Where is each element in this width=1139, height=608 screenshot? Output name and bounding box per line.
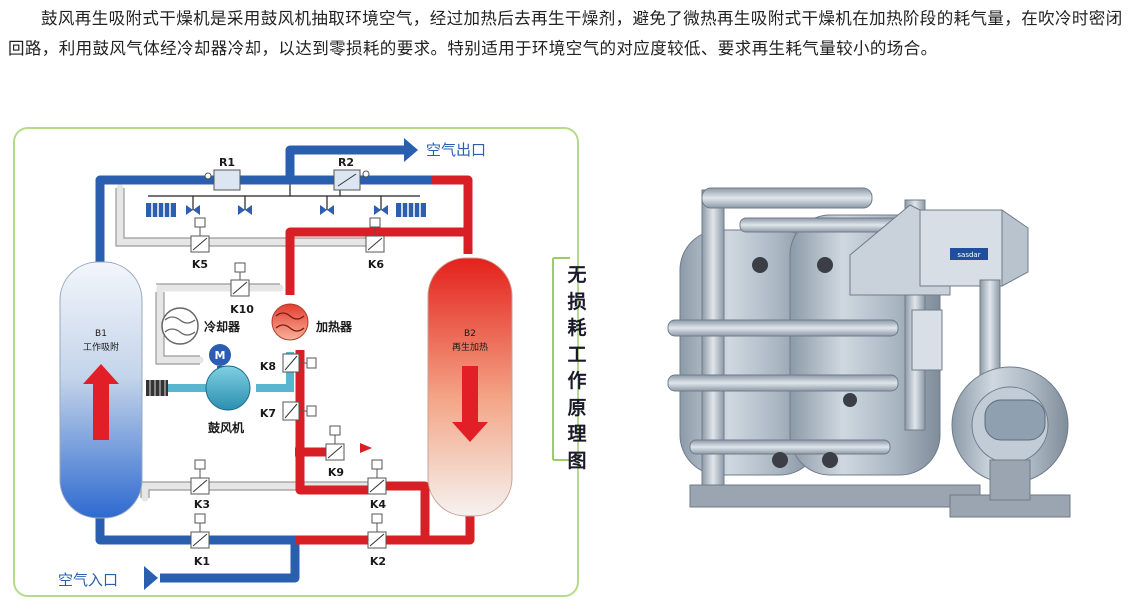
svg-text:K6: K6 (368, 258, 385, 271)
brand-label: sasdar (957, 251, 980, 259)
down-arrow-icon (452, 366, 488, 442)
side-title: 无 损 耗 工 作 原 理 图 (560, 262, 594, 474)
side-title-char: 图 (567, 449, 587, 472)
air-outlet-label: 空气出口 (426, 141, 486, 159)
air-outlet-arrow (404, 138, 418, 162)
working-principle-diagram: B1 工作吸附 B2 再生加热 R1 R2 冷却器 加热器 M 鼓风机 (13, 127, 579, 597)
air-inlet-label: 空气入口 (58, 571, 118, 589)
heater: 加热器 (271, 303, 353, 341)
valve-k3: K3 (190, 459, 210, 511)
motor-icon: M (215, 349, 226, 362)
valve-k4: K4 (367, 459, 387, 511)
svg-text:K7: K7 (260, 407, 276, 420)
valve-k10: K10 (230, 262, 254, 316)
air-inlet-arrow (144, 566, 158, 590)
blower: M 鼓风机 (146, 344, 251, 435)
cooler: 冷却器 (161, 307, 241, 345)
side-title-char: 工 (567, 343, 587, 366)
intro-paragraph: 鼓风再生吸附式干燥机是采用鼓风机抽取环境空气，经过加热后去再生干燥剂，避免了微热… (8, 9, 1123, 58)
svg-text:K3: K3 (194, 498, 210, 511)
valve-k9: K9 (325, 425, 345, 479)
side-title-char: 损 (567, 290, 587, 313)
product-photo: sasdar (667, 187, 1071, 518)
valve-k1: K1 (190, 513, 210, 568)
svg-text:K10: K10 (230, 303, 254, 316)
vent-arrow (360, 443, 372, 453)
svg-text:K4: K4 (370, 498, 387, 511)
valve-k2: K2 (367, 513, 387, 568)
tower-b2: B2 再生加热 (427, 257, 513, 517)
svg-text:K1: K1 (194, 555, 210, 568)
tower-b2-label: B2 (464, 329, 476, 339)
blower-label: 鼓风机 (208, 420, 244, 435)
svg-text:R1: R1 (219, 156, 235, 169)
valve-k5: K5 (190, 217, 210, 271)
side-title-char: 理 (567, 423, 587, 445)
svg-text:K2: K2 (370, 555, 386, 568)
purge-silencers (146, 203, 426, 217)
valve-k8: K8 (260, 353, 317, 373)
valve-k7: K7 (260, 401, 317, 421)
side-title-char: 无 (567, 264, 587, 286)
purge-valves (186, 205, 388, 215)
tower-b1-label: B1 (95, 329, 107, 339)
heater-label: 加热器 (315, 319, 353, 334)
svg-text:K8: K8 (260, 360, 276, 373)
tower-b1: B1 工作吸附 (59, 261, 143, 519)
valve-k6: K6 (365, 217, 385, 271)
valve-r2: R2 (333, 156, 370, 191)
side-title-bracket (552, 257, 570, 461)
svg-text:R2: R2 (338, 156, 354, 169)
side-title-char: 作 (567, 370, 587, 392)
svg-text:K5: K5 (192, 258, 208, 271)
tower-b2-status: 再生加热 (452, 341, 488, 353)
side-title-char: 原 (567, 396, 587, 419)
up-arrow-icon (83, 364, 119, 440)
svg-text:K9: K9 (328, 466, 344, 479)
valve-r1: R1 (204, 156, 241, 191)
side-title-char: 耗 (567, 317, 587, 339)
cooler-label: 冷却器 (204, 319, 241, 334)
tower-b1-status: 工作吸附 (83, 341, 119, 353)
